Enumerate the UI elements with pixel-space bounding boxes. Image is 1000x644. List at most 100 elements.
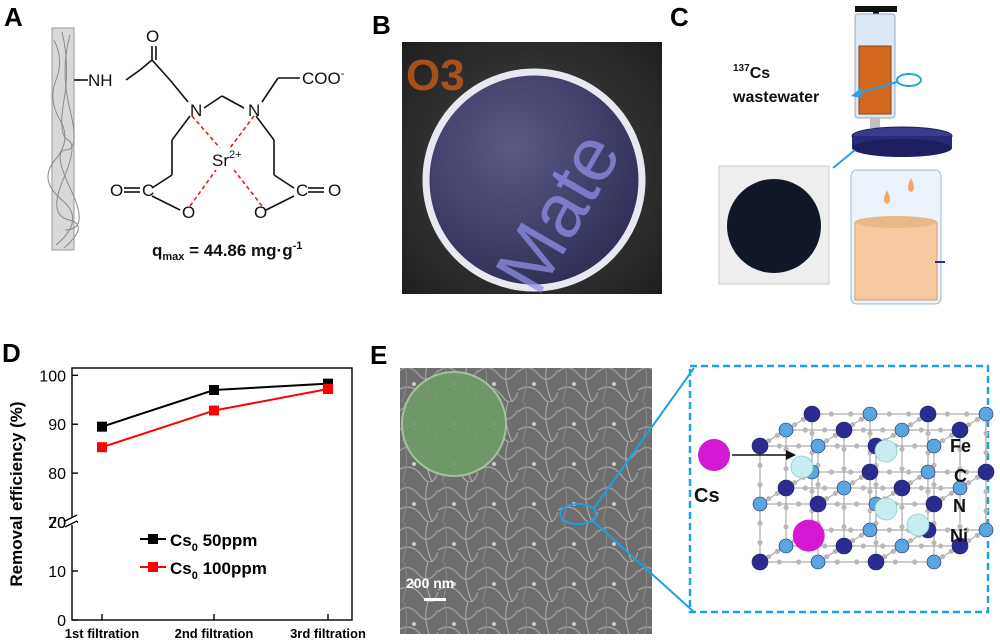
carbon-atom xyxy=(966,538,972,544)
carbon-atom xyxy=(757,462,763,468)
axis-break-mark xyxy=(64,520,78,528)
nitrogen-atom xyxy=(964,469,970,475)
nitrogen-atom xyxy=(899,524,905,530)
ni-atom xyxy=(894,538,910,554)
y-tick-label: 80 xyxy=(48,466,66,483)
interstitial-site xyxy=(906,513,930,537)
fe-atom xyxy=(751,553,769,571)
ni-atom xyxy=(978,406,994,422)
nitrogen-atom xyxy=(848,411,854,417)
y-tick-label: 0 xyxy=(57,613,66,630)
carbon-atom xyxy=(899,504,905,510)
ni-atom xyxy=(778,538,794,554)
nitrogen-atom xyxy=(938,427,944,433)
c-atom-left: C xyxy=(142,181,154,200)
nitrogen-atom xyxy=(873,540,879,546)
nitrogen-atom xyxy=(841,466,847,472)
fe-atom xyxy=(977,463,995,481)
nitrogen-atom xyxy=(854,443,860,449)
coo-group: COO- xyxy=(302,68,345,88)
n-atom-left: N xyxy=(190,101,202,120)
ni-atom xyxy=(836,480,852,496)
nitrogen-atom xyxy=(796,501,802,507)
carbon-atom xyxy=(860,485,866,491)
carbon-atom xyxy=(918,543,924,549)
fe-atom xyxy=(751,437,769,455)
ni-atom xyxy=(920,464,936,480)
nitrogen-atom xyxy=(983,450,989,456)
cs-ion xyxy=(698,439,730,471)
carbon-atom xyxy=(966,480,972,486)
panel-a-label: A xyxy=(4,2,23,32)
c-atom-right: C xyxy=(296,181,308,200)
panel-e-figure: 200 nm Cs Fe C N Ni xyxy=(400,364,995,634)
carbon-atom xyxy=(918,485,924,491)
carbon-atom xyxy=(882,554,888,560)
carbon-atom xyxy=(940,554,946,560)
data-point-series-2 xyxy=(209,405,219,416)
carbon-atom xyxy=(957,446,963,452)
carbon-atom xyxy=(783,446,789,452)
plot-frame xyxy=(71,367,353,621)
fe-atom xyxy=(861,463,879,481)
carbon-atom xyxy=(828,469,834,475)
carbon-atom xyxy=(908,480,914,486)
y-tick-label: 70 xyxy=(48,515,66,532)
nitrogen-atom xyxy=(938,543,944,549)
y-tick-label: 90 xyxy=(48,417,66,434)
nitrogen-atom xyxy=(964,411,970,417)
sr-ion: Sr2+ xyxy=(212,149,242,170)
carbon-atom xyxy=(834,443,840,449)
syringe xyxy=(854,6,897,128)
wastewater-label: wastewater xyxy=(732,89,819,106)
carbon-atom xyxy=(944,469,950,475)
data-point-series-2 xyxy=(97,442,107,453)
data-point-series-1 xyxy=(323,378,333,389)
axis-break-gap xyxy=(67,517,77,525)
nitrogen-atom xyxy=(841,524,847,530)
legend-fe: Fe xyxy=(950,436,971,456)
carbon-atom xyxy=(824,496,830,502)
fe-atom xyxy=(777,479,795,497)
nitrogen-atom xyxy=(912,443,918,449)
fe-atom xyxy=(867,553,885,571)
nitrogen-atom xyxy=(832,548,838,554)
nitrogen-atom xyxy=(931,540,937,546)
ni-atom xyxy=(926,554,942,570)
membrane-disc xyxy=(422,68,646,292)
interstitial-site xyxy=(874,497,898,521)
nitrogen-atom xyxy=(854,559,860,565)
nitrogen-atom xyxy=(916,416,922,422)
fiber-strip xyxy=(51,27,75,251)
y-tick-label: 20 xyxy=(48,515,66,532)
carbon-atom xyxy=(925,430,931,436)
carbon-atom xyxy=(886,469,892,475)
axis-break-mark xyxy=(64,514,78,522)
nitrogen-atom xyxy=(983,508,989,514)
nitrogen-atom xyxy=(912,559,918,565)
interstitial-site xyxy=(790,455,814,479)
o-atom-left-carbonyl: O xyxy=(110,181,123,200)
carbon-atom xyxy=(867,488,873,494)
fe-atom xyxy=(951,421,969,439)
carbon-atom xyxy=(766,554,772,560)
nitrogen-atom xyxy=(800,416,806,422)
o-atom-right-carbonyl: O xyxy=(328,181,341,200)
background-print: O3 xyxy=(406,51,465,100)
o-atom-amide: O xyxy=(146,27,159,46)
scale-bar-label: 200 nm xyxy=(406,575,454,591)
carbon-atom xyxy=(908,422,914,428)
nitrogen-atom xyxy=(974,416,980,422)
nitrogen-atom xyxy=(774,548,780,554)
nitrogen-atom xyxy=(757,482,763,488)
ni-atom xyxy=(752,496,768,512)
nitrogen-atom xyxy=(974,474,980,480)
nitrogen-atom xyxy=(880,543,886,549)
carbon-atom xyxy=(776,443,782,449)
nitrogen-atom xyxy=(848,527,854,533)
carbon-atom xyxy=(809,430,815,436)
carbon-atom xyxy=(841,504,847,510)
legend-n: N xyxy=(953,496,966,516)
nh-atom: NH xyxy=(88,71,113,90)
data-point-series-1 xyxy=(209,385,219,395)
